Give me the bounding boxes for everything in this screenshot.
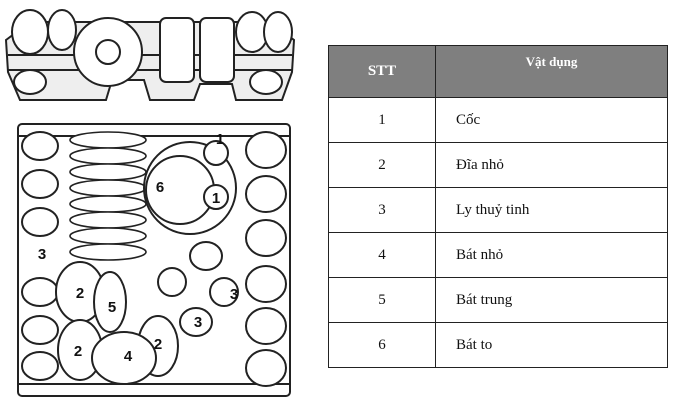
row-item: Bát to bbox=[435, 322, 668, 368]
small-plates-and-bowls bbox=[55, 261, 179, 385]
middle-glasses bbox=[157, 241, 239, 337]
row-item: Ly thuỷ tinh bbox=[435, 187, 668, 233]
left-plates-column bbox=[21, 131, 59, 381]
row-number: 5 bbox=[328, 277, 436, 323]
dishwasher-loading-diagram: 6 1 1 3 3 3 2 5 2 2 4 bbox=[4, 9, 296, 397]
row-item: Đĩa nhỏ bbox=[435, 142, 668, 188]
right-cups-column bbox=[245, 131, 287, 387]
row-number: 2 bbox=[328, 142, 436, 188]
label-medium-bowl: 5 bbox=[108, 299, 116, 316]
label-glass-middle: 3 bbox=[194, 314, 202, 331]
row-item: Bát nhỏ bbox=[435, 232, 668, 278]
label-cup-lower: 1 bbox=[212, 190, 220, 207]
header-stt: STT bbox=[328, 45, 436, 98]
label-small-plate-right: 2 bbox=[154, 336, 162, 353]
row-item: Cốc bbox=[435, 97, 668, 143]
row-number: 6 bbox=[328, 322, 436, 368]
item-number-labels: 6 1 1 3 3 3 2 5 2 2 4 bbox=[38, 131, 238, 365]
label-small-plate-bottom: 2 bbox=[74, 343, 82, 360]
row-number: 1 bbox=[328, 97, 436, 143]
lower-basket bbox=[17, 123, 291, 397]
upper-basket bbox=[4, 9, 296, 101]
header-item: Vật dụng bbox=[435, 45, 668, 98]
label-cup-upper: 1 bbox=[216, 131, 224, 148]
legend-header-row: STT Vật dụng bbox=[328, 45, 668, 98]
label-glass-left: 3 bbox=[38, 246, 46, 263]
large-bowl bbox=[143, 140, 237, 235]
label-small-bowl: 4 bbox=[124, 348, 133, 365]
row-item: Bát trung bbox=[435, 277, 668, 323]
plate-stack bbox=[69, 131, 147, 261]
row-number: 3 bbox=[328, 187, 436, 233]
row-number: 4 bbox=[328, 232, 436, 278]
label-glass-right: 3 bbox=[230, 286, 238, 303]
label-small-plate-top: 2 bbox=[76, 285, 84, 302]
label-large-bowl: 6 bbox=[156, 179, 164, 196]
